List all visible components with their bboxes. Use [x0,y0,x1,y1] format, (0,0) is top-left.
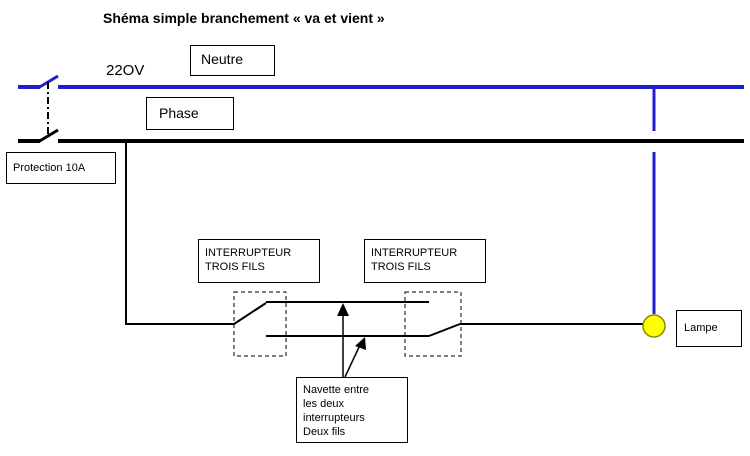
phase-feed-wire [125,141,234,325]
switch-1-label-box: INTERRUPTEUR TROIS FILS [198,239,320,283]
switch-1-label-line-1: INTERRUPTEUR [205,247,292,259]
switch-2-label-box: INTERRUPTEUR TROIS FILS [364,239,486,283]
diagram-title: Shéma simple branchement « va et vient » [103,10,385,26]
neutre-label: Neutre [201,51,244,67]
switch-1-label-line-2: TROIS FILS [205,261,265,273]
protection-label: Protection 10A [13,162,86,174]
navette-label-line-2: les deux [303,398,344,410]
navette-label-line-1: Navette entre [303,384,370,396]
voltage-label: 22OV [106,62,145,79]
arrowhead-top [337,303,349,316]
switch-2-label-line-2: TROIS FILS [371,261,431,273]
lamp-bulb [642,314,666,338]
navette-label-line-4: Deux fils [303,426,346,438]
lampe-label: Lampe [684,322,718,334]
phase-breaker-blade [37,128,59,144]
switch-2-enclosure [404,291,462,357]
phase-label: Phase [159,105,199,121]
protection-label-box: Protection 10A [6,152,116,184]
neutre-label-box: Neutre [190,45,275,76]
switch-2-label-line-1: INTERRUPTEUR [371,247,458,259]
arrowhead-bottom [355,337,366,350]
switch-1-enclosure [233,291,287,357]
lampe-label-box: Lampe [676,310,742,347]
phase-label-box: Phase [146,97,234,130]
arrow-to-traveller-bottom [344,344,361,378]
switch-1-blade [233,302,267,325]
switch-2-blade [428,323,461,337]
navette-label-box: Navette entre les deux interrupteurs Deu… [296,377,408,443]
navette-label-line-3: interrupteurs [303,412,365,424]
